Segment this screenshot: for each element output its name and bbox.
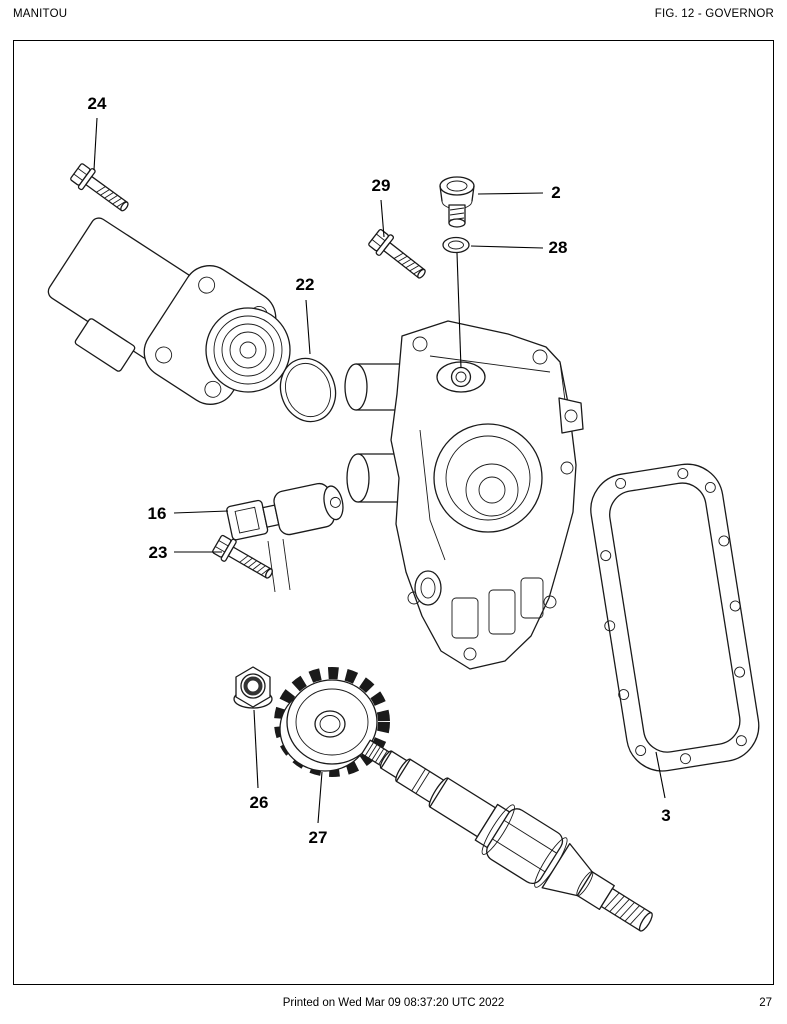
part-label-28: 28 <box>548 238 568 257</box>
bolt-part-23 <box>210 532 278 586</box>
brand-text: MANITOU <box>13 8 68 20</box>
part-label-22: 22 <box>295 275 315 294</box>
part-label-27: 27 <box>308 828 328 847</box>
sensor-part-16 <box>226 482 344 541</box>
part-label-23: 23 <box>148 543 168 562</box>
part-label-29: 29 <box>371 176 391 195</box>
nut-part-26 <box>233 666 273 709</box>
sensor-bracket-line <box>282 538 291 591</box>
actuator-assembly <box>47 217 309 405</box>
governor-housing <box>344 320 584 670</box>
plug-part-2 <box>439 176 475 228</box>
gasket-part-3 <box>590 463 760 772</box>
part-label-26: 26 <box>249 793 269 812</box>
leader-lines <box>93 117 666 824</box>
figure-title: FIG. 12 - GOVERNOR <box>654 8 774 20</box>
part-label-2: 2 <box>551 183 561 202</box>
plug-alignment-line <box>456 252 462 369</box>
governor-shaft <box>361 739 653 932</box>
part-label-16: 16 <box>147 504 167 523</box>
o-ring-part-22 <box>279 357 337 423</box>
printed-timestamp: Printed on Wed Mar 09 08:37:20 UTC 2022 <box>282 997 505 1009</box>
gear-part-27 <box>274 667 390 777</box>
bolt-part-29 <box>366 226 432 286</box>
washer-part-28 <box>442 236 470 254</box>
sensor-bracket-line <box>267 540 276 593</box>
part-label-24: 24 <box>87 94 107 113</box>
part-label-3: 3 <box>661 806 671 825</box>
page-number: 27 <box>759 997 772 1009</box>
bolt-part-24 <box>68 160 135 219</box>
